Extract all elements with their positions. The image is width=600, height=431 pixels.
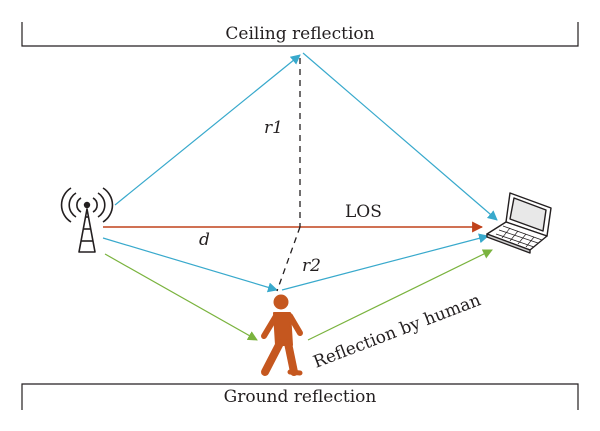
- los-label: LOS: [345, 202, 382, 222]
- ceiling-path-incident: [114, 54, 301, 206]
- r1-label: r1: [264, 118, 283, 138]
- walking-person-icon: [261, 294, 303, 376]
- ceiling-label: Ceiling reflection: [225, 24, 374, 44]
- ground-path-incident: [104, 253, 258, 341]
- r2-dashed-line: [276, 226, 301, 292]
- ceiling-boundary: [21, 22, 579, 47]
- ceiling-path-reflected: [302, 52, 498, 221]
- ground-boundary: [21, 383, 579, 410]
- laptop-icon: [486, 192, 552, 254]
- human-reflection-label: Reflection by human: [311, 290, 484, 372]
- human-path-incident: [102, 237, 278, 293]
- antenna-tower-icon: [60, 187, 114, 253]
- d-label: d: [199, 230, 210, 250]
- ground-path-reflected: [307, 249, 493, 341]
- human-path-scattered: [281, 233, 489, 291]
- ground-label: Ground reflection: [224, 387, 377, 407]
- r2-label: r2: [302, 256, 321, 276]
